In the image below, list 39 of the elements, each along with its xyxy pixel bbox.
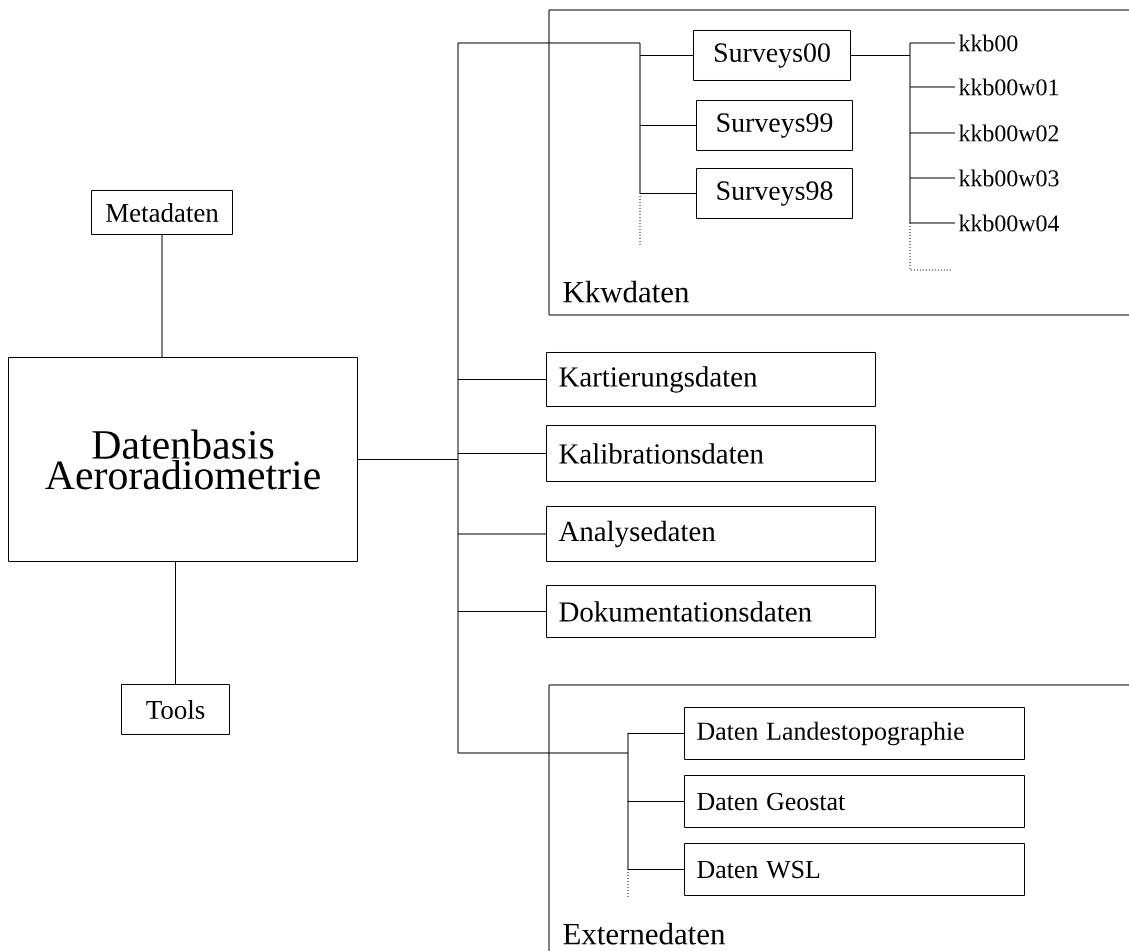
text-box: Daten Geostat [684, 775, 1025, 828]
connector-line [909, 177, 956, 179]
connector-line [627, 801, 685, 802]
connector-line [627, 733, 685, 734]
tree-trunk [457, 42, 641, 194]
text-box: Daten WSL [684, 843, 1025, 896]
tree-trunk [850, 42, 911, 224]
connector-line [175, 561, 176, 685]
text-box: Surveys98 [696, 168, 853, 219]
tree-trunk [357, 42, 459, 754]
tree-label: kkb00 [958, 34, 1018, 52]
connector-line [627, 869, 685, 870]
tree-label: kkb00w02 [958, 124, 1059, 142]
connector-line [909, 42, 956, 44]
connector-line [639, 193, 697, 194]
text-box: Kalibrationsdaten [546, 425, 876, 482]
text-box: Daten Landestopographie [684, 707, 1025, 760]
connector-line [161, 234, 163, 358]
tree-label: kkb00w03 [958, 169, 1059, 187]
text-box: Tools [121, 684, 230, 735]
connector-line [909, 132, 956, 134]
text-box: Metadaten [91, 190, 233, 235]
connector-line [909, 86, 956, 88]
tree-trunk [457, 732, 629, 870]
connector-line [639, 125, 697, 126]
text-box: Kartierungsdaten [546, 352, 876, 407]
text-box: Surveys00 [693, 30, 851, 81]
text-box: Datenbasis Aeroradiometrie [8, 357, 358, 562]
connector-line [457, 453, 547, 454]
tree-label: kkb00w04 [958, 214, 1060, 232]
connector-line [457, 379, 547, 380]
text-box: Analysedaten [546, 506, 876, 562]
text-box: Dokumentationsdaten [546, 585, 876, 638]
connector-line [457, 611, 547, 612]
connector-line [457, 533, 547, 535]
tree-label: kkb00w01 [958, 78, 1058, 96]
text-box: Surveys99 [696, 100, 853, 151]
connector-line [639, 55, 694, 56]
connector-line [909, 222, 956, 224]
